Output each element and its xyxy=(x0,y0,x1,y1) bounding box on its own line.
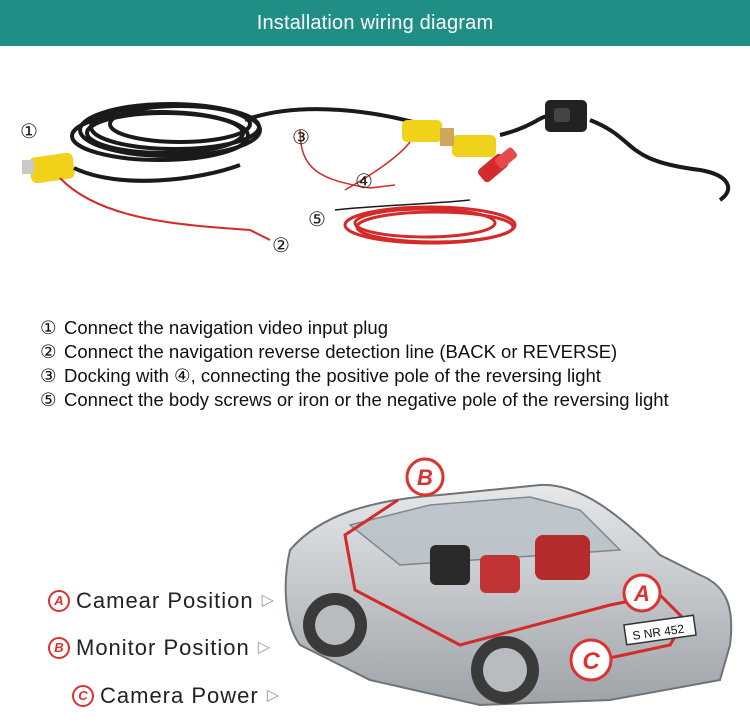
instruction-list: ① Connect the navigation video input plug… xyxy=(40,316,740,412)
header-bar: Installation wiring diagram xyxy=(0,0,750,46)
wiring-photo xyxy=(22,100,731,245)
legend-mark-a: A xyxy=(48,590,70,612)
instruction-number: ⑤ xyxy=(40,389,57,410)
marker-c: C xyxy=(569,638,613,682)
marker-a-letter: A xyxy=(633,581,650,606)
wire-5 xyxy=(334,199,471,211)
seat-front xyxy=(430,545,470,585)
plug-left-cable xyxy=(73,163,241,183)
instruction-text: Docking with ④, connecting the positive … xyxy=(64,365,601,386)
instruction-item: ③ Docking with ④, connecting the positive… xyxy=(40,364,740,388)
car-cutaway-illustration: S NR 452 B A C xyxy=(284,457,733,707)
rca-connector-middle-1 xyxy=(402,120,442,142)
instruction-number: ③ xyxy=(40,365,57,386)
seat-rear xyxy=(535,535,590,580)
diagram-label-4: ④ xyxy=(355,171,373,193)
instruction-text: Connect the body screws or iron or the n… xyxy=(64,389,669,410)
marker-c-letter: C xyxy=(582,648,600,675)
rca-plug-left-body xyxy=(29,152,75,184)
diagram-label-2: ② xyxy=(272,235,290,257)
legend-label: Camear Position xyxy=(76,588,254,613)
wheel-front-rim xyxy=(315,605,355,645)
legend-label: Monitor Position xyxy=(76,635,250,660)
camera-lens xyxy=(554,108,570,122)
marker-a: A xyxy=(622,573,662,613)
license-plate xyxy=(623,614,697,646)
legend-label: Camera Power xyxy=(100,683,259,708)
diagram-label-3: ③ xyxy=(292,127,310,149)
red-coil xyxy=(343,205,517,245)
instruction-number: ① xyxy=(40,317,57,338)
wire-4 xyxy=(344,141,411,191)
instruction-number: ② xyxy=(40,341,57,362)
legend-mark-b: B xyxy=(48,637,70,659)
wheel-rear-rim xyxy=(483,648,527,692)
marker-b: B xyxy=(405,457,445,497)
rca-connector-metal xyxy=(440,128,454,146)
legend-item-camera-position: A Camear Position ▷ xyxy=(48,586,274,616)
triangle-right-icon: ▷ xyxy=(261,592,274,609)
legend-mark-c: C xyxy=(72,685,94,707)
instruction-item: ② Connect the navigation reverse detectio… xyxy=(40,340,740,364)
legend-item-camera-power: C Camera Power ▷ xyxy=(72,681,279,711)
instruction-item: ① Connect the navigation video input plug xyxy=(40,316,740,340)
red-connector-2 xyxy=(494,147,518,169)
legend-item-monitor-position: B Monitor Position ▷ xyxy=(48,633,270,663)
red-wire-2 xyxy=(59,177,271,241)
coiled-cable xyxy=(70,102,262,162)
camera-tail-cable xyxy=(589,118,731,202)
rca-connector-middle-2 xyxy=(452,135,496,157)
diagram-label-1: ① xyxy=(20,121,38,143)
instruction-item: ⑤ Connect the body screws or iron or the … xyxy=(40,388,740,412)
seat-rear-2 xyxy=(480,555,520,593)
instruction-text: Connect the navigation reverse detection… xyxy=(64,341,618,362)
camera-cable xyxy=(499,114,550,137)
triangle-right-icon: ▷ xyxy=(266,687,280,704)
marker-b-letter: B xyxy=(417,465,433,490)
rca-plug-left-tip xyxy=(22,160,34,174)
diagram-label-5: ⑤ xyxy=(308,209,326,231)
triangle-right-icon: ▷ xyxy=(257,639,271,656)
wire-3 xyxy=(299,129,396,189)
instruction-text: Connect the navigation video input plug xyxy=(64,317,388,338)
page-title: Installation wiring diagram xyxy=(256,12,494,34)
